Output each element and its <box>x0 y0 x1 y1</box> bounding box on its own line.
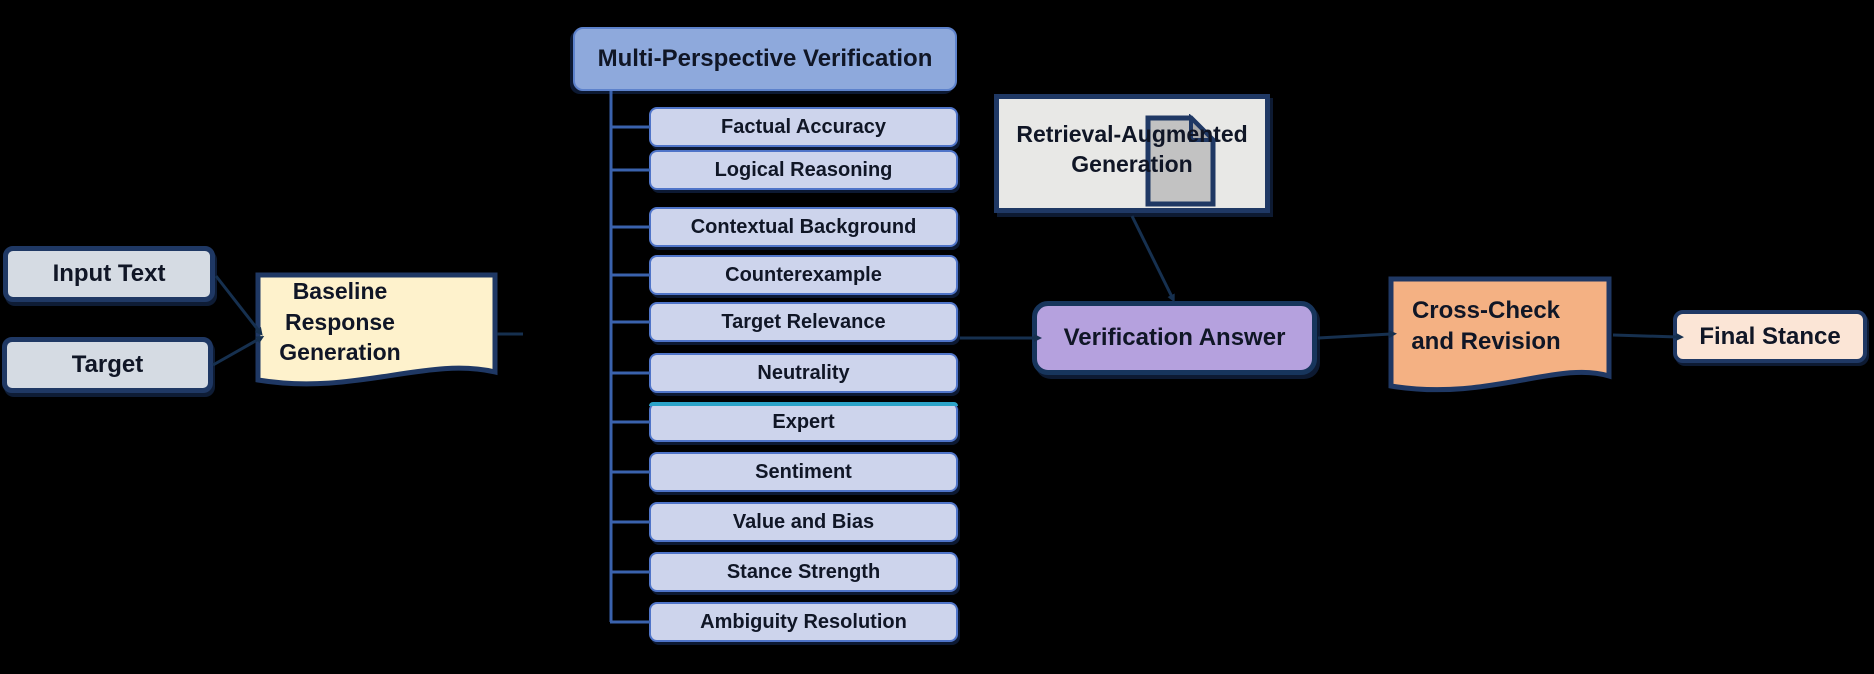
arrow-crosscheck-to-finalstance <box>1612 332 1684 341</box>
perspective-label: Ambiguity Resolution <box>700 610 907 633</box>
perspective-label: Target Relevance <box>721 310 886 333</box>
arrow-target-to-baseline <box>212 336 265 367</box>
baseline-label: Baseline Response Generation <box>279 278 401 366</box>
node-retrieval-augmented-generation: Retrieval-Augmented Generation <box>994 94 1270 213</box>
node-final-stance: Final Stance <box>1673 310 1867 363</box>
perspective-item-target-relevance: Target Relevance <box>649 302 958 342</box>
perspective-item-ambiguity-resolution: Ambiguity Resolution <box>649 602 958 642</box>
perspective-label: Factual Accuracy <box>721 115 886 138</box>
arrow-rag-to-verification <box>1130 215 1175 303</box>
arrow-verification-to-crosscheck <box>1317 330 1397 340</box>
document-shape <box>1388 276 1612 393</box>
node-cross-check-and-revision: Cross-Check and Revision <box>1388 276 1612 396</box>
tree-branches <box>610 125 650 624</box>
perspective-item-stance-strength: Stance Strength <box>649 552 958 592</box>
node-multi-perspective-verification: Multi-Perspective Verification <box>573 27 957 91</box>
input-text-label: Input Text <box>52 260 166 287</box>
perspective-label: Logical Reasoning <box>714 158 893 181</box>
perspective-label: Counterexample <box>725 263 882 286</box>
node-target: Target <box>2 337 213 393</box>
perspective-item-expert: Expert <box>649 402 958 442</box>
perspective-label: Value and Bias <box>732 510 875 533</box>
cross-check-label: Cross-Check and Revision <box>1411 297 1561 355</box>
node-input-text: Input Text <box>3 246 215 302</box>
perspective-item-value-and-bias: Value and Bias <box>649 502 958 542</box>
perspective-label: Stance Strength <box>726 560 881 583</box>
node-baseline-response-generation: Baseline Response Generation <box>255 272 498 390</box>
perspective-item-factual-accuracy: Factual Accuracy <box>649 107 958 147</box>
perspective-item-counterexample: Counterexample <box>649 255 958 295</box>
node-verification-answer: Verification Answer <box>1032 301 1317 375</box>
final-stance-label: Final Stance <box>1699 322 1841 350</box>
arrow-input-to-baseline <box>214 275 263 336</box>
perspective-label: Neutrality <box>757 361 850 384</box>
perspective-item-logical-reasoning: Logical Reasoning <box>649 150 958 190</box>
document-shape <box>255 272 498 387</box>
verification-answer-label: Verification Answer <box>1063 324 1286 351</box>
rag-label: Retrieval-Augmented Generation <box>1016 120 1248 177</box>
perspective-label: Sentiment <box>755 460 852 483</box>
perspective-label: Expert <box>772 410 835 433</box>
perspective-item-neutrality: Neutrality <box>649 353 958 393</box>
target-label: Target <box>71 351 144 378</box>
multi-perspective-label: Multi-Perspective Verification <box>597 45 933 72</box>
perspective-item-contextual-background: Contextual Background <box>649 207 958 247</box>
perspective-item-sentiment: Sentiment <box>649 452 958 492</box>
perspective-label: Contextual Background <box>690 215 917 238</box>
document-icon <box>1145 114 1217 207</box>
